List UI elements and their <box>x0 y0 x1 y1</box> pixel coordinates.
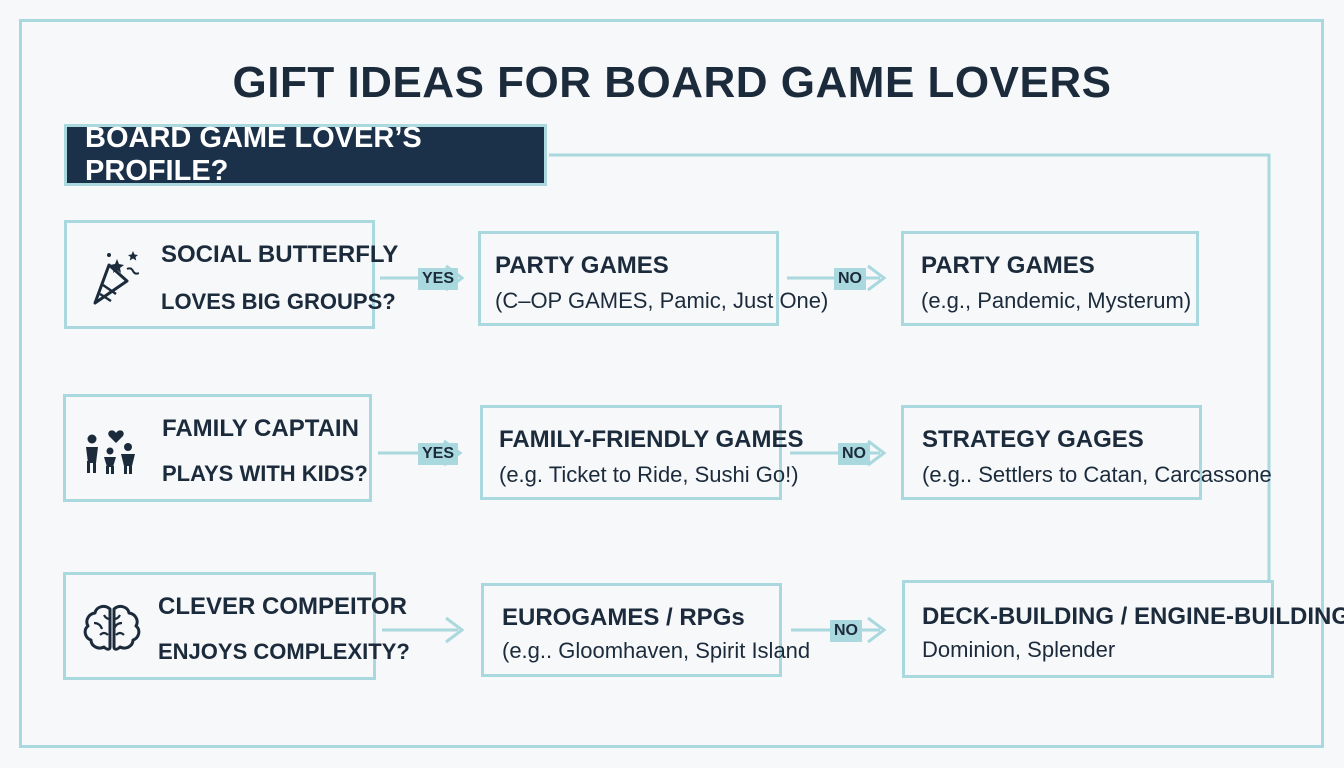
result-title: FAMILY-FRIENDLY GAMES <box>499 426 804 453</box>
result-title: DECK-BUILDING / ENGINE-BUILDING <box>922 603 1344 630</box>
profile-box-clever-competitor: CLEVER COMPEITOR ENJOYS COMPLEXITY? <box>63 572 410 680</box>
result-box-family-friendly-games: FAMILY-FRIENDLY GAMES (e.g. Ticket to Ri… <box>480 405 804 500</box>
profile-box-social-butterfly: SOCIAL BUTTERFLY LOVES BIG GROUPS? <box>64 220 398 329</box>
result-box-eurogames-rpgs: EUROGAMES / RPGs (e.g.. Gloomhaven, Spir… <box>481 583 810 677</box>
no-label: NO <box>830 620 862 642</box>
result-examples: Dominion, Splender <box>922 637 1116 662</box>
profile-question: PLAYS WITH KIDS? <box>162 461 368 486</box>
yes-label: YES <box>418 443 459 465</box>
result-examples: (C–OP GAMES, Pamic, Just One) <box>495 288 829 313</box>
no-label: NO <box>834 268 866 290</box>
result-title: PARTY GAMES <box>921 252 1095 279</box>
profile-question: LOVES BIG GROUPS? <box>161 289 396 314</box>
result-examples: (e.g.. Gloomhaven, Spirit Island <box>502 638 811 663</box>
result-box-deck-building: DECK-BUILDING / ENGINE-BUILDING Dominion… <box>902 580 1344 678</box>
party-popper-icon <box>93 251 139 305</box>
profile-question: ENJOYS COMPLEXITY? <box>158 639 410 664</box>
result-examples: (e.g., Pandemic, Mysterum) <box>921 288 1192 313</box>
result-examples: (e.g.. Settlers to Catan, Carcassone <box>922 462 1272 487</box>
result-title: PARTY GAMES <box>495 252 669 279</box>
page-title: GIFT IDEAS FOR BOARD GAME LOVERS <box>232 58 1112 107</box>
result-box-strategy-games: STRATEGY GAGES (e.g.. Settlers to Catan,… <box>901 405 1272 500</box>
result-box-party-games-alt: PARTY GAMES (e.g., Pandemic, Mysterum) <box>901 231 1199 326</box>
profile-title: FAMILY CAPTAIN <box>162 415 359 442</box>
no-label: NO <box>838 443 870 465</box>
profile-question-box: BOARD GAME LOVER’S PROFILE? <box>64 122 547 187</box>
brain-icon <box>83 604 141 651</box>
yes-label: YES <box>418 268 459 290</box>
result-title: EUROGAMES / RPGs <box>502 604 745 631</box>
profile-box-family-captain: FAMILY CAPTAIN PLAYS WITH KIDS? <box>63 394 372 502</box>
result-title: STRATEGY GAGES <box>922 426 1144 453</box>
profile-title: CLEVER COMPEITOR <box>158 593 407 620</box>
result-examples: (e.g. Ticket to Ride, Sushi Go!) <box>499 462 799 487</box>
family-icon <box>86 430 135 474</box>
profile-title: SOCIAL BUTTERFLY <box>161 241 399 268</box>
profile-question-label: BOARD GAME LOVER’S PROFILE? <box>85 122 422 187</box>
diagram-frame <box>19 19 1324 748</box>
result-box-party-games: PARTY GAMES (C–OP GAMES, Pamic, Just One… <box>478 231 828 326</box>
